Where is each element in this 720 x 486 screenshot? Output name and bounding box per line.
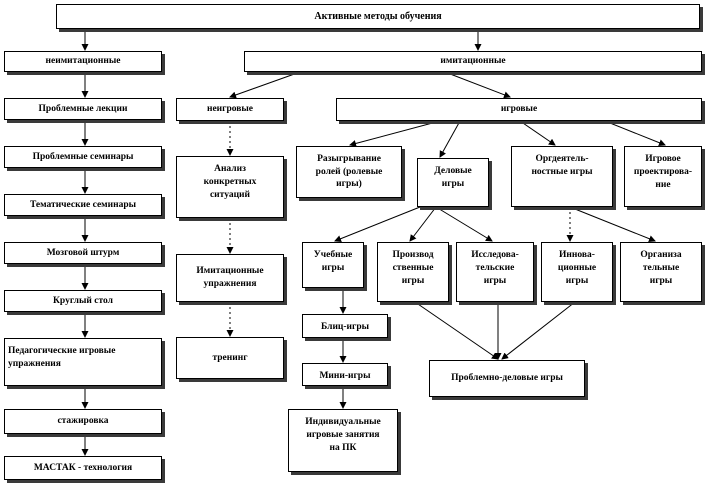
edge-game-design	[604, 120, 666, 147]
node-internship: стажировка	[4, 409, 162, 434]
edge-business-research	[435, 206, 493, 242]
node-business-games: Деловые игры	[417, 158, 489, 207]
node-thematic-seminars: Тематические семинары	[4, 194, 162, 216]
edge-imit-game	[444, 71, 511, 99]
node-non-imitation: неимитационные	[4, 51, 162, 72]
edge-prod-problem	[414, 301, 499, 360]
node-pedagogical-exercises: Педагогические игровые упражнения	[4, 338, 162, 386]
node-role-play: Разыгрывание ролей (ролевые игры)	[296, 146, 402, 198]
node-problem-seminars: Проблемные семинары	[4, 146, 162, 168]
node-round-table: Круглый стол	[4, 290, 162, 312]
edge-game-org	[519, 120, 556, 146]
node-game: игровые	[336, 98, 702, 121]
node-problem-lectures: Проблемные лекции	[4, 98, 162, 120]
node-educational-games: Учебные игры	[302, 242, 364, 288]
node-innovation-games: Иннова- ционные игры	[541, 242, 613, 302]
node-game-design: Игровое проектирова- ние	[624, 146, 702, 207]
node-brainstorm: Мозговой штурм	[4, 242, 162, 264]
node-imitation: имитационные	[244, 51, 702, 72]
edge-business-edu	[334, 206, 421, 243]
node-individual-pc: Индивидуальные игровые занятия на ПК	[288, 409, 398, 472]
node-production-games: Производ ственные игры	[377, 242, 449, 302]
node-organizational-games: Организа тельные игры	[620, 242, 702, 302]
node-mini-games: Мини-игры	[302, 363, 388, 386]
node-imitation-exercises: Имитационные упражнения	[176, 254, 284, 302]
edge-game-business	[439, 120, 461, 158]
edge-org-organizational	[569, 206, 656, 243]
edge-innov-problem	[501, 301, 576, 360]
edge-business-prod	[409, 206, 437, 242]
node-org-activity-games: Оргдеятель- ностные игры	[511, 146, 613, 207]
node-blitz-games: Блиц-игры	[302, 314, 388, 338]
node-training: тренинг	[176, 337, 284, 379]
node-mastak: МАСТАК - технология	[4, 456, 162, 480]
node-case-analysis: Анализ конкретных ситуаций	[176, 156, 284, 218]
edge-game-roleplay	[349, 120, 441, 147]
node-root: Активные методы обучения	[56, 4, 700, 29]
node-research-games: Исследова- тельские игры	[456, 242, 534, 302]
edge-imit-nongame	[229, 71, 301, 99]
node-problem-business-games: Проблемно-деловые игры	[429, 360, 585, 397]
node-non-game: неигровые	[176, 98, 284, 121]
